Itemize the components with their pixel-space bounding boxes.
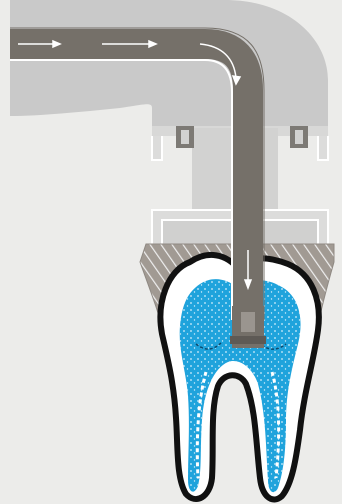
- handpiece-body: [10, 0, 328, 126]
- handpiece-clamp-left-inner: [181, 130, 189, 144]
- handpiece-clamp-right-inner: [295, 130, 303, 144]
